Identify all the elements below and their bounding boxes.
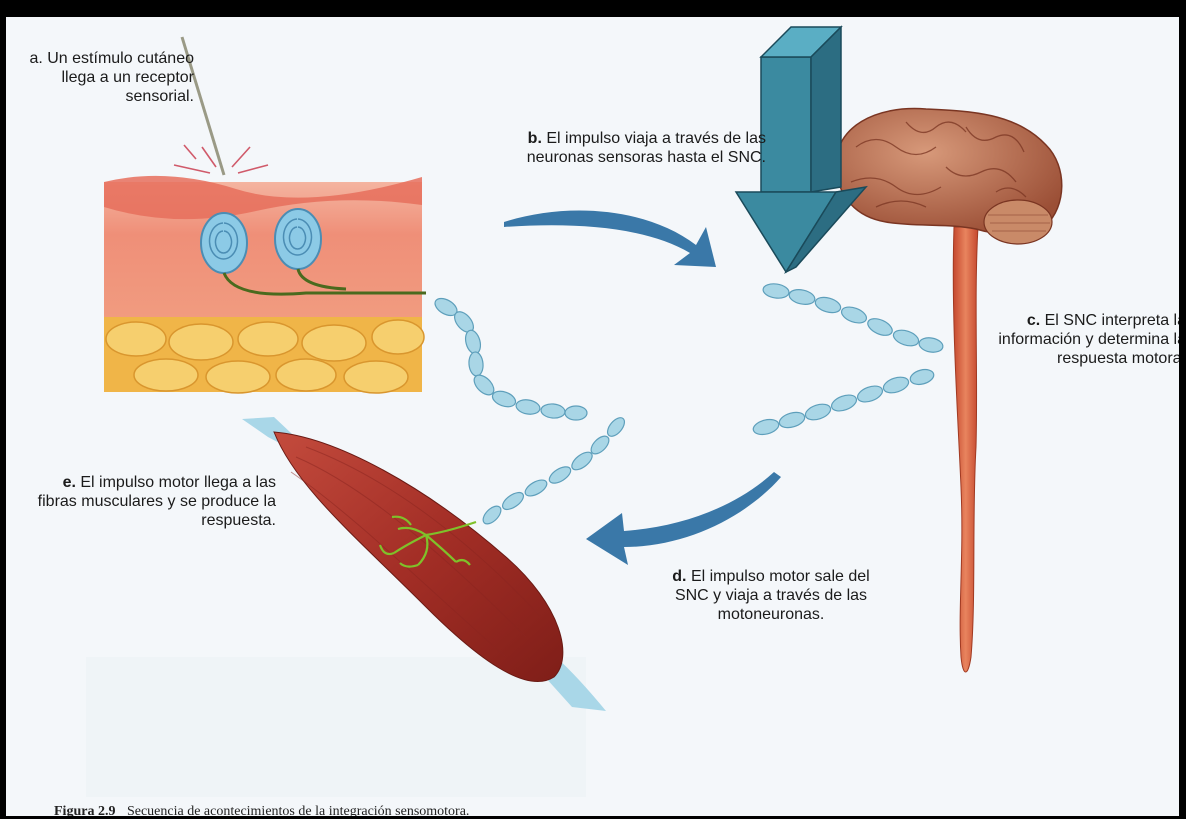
label-c-letter: c. [1027,312,1040,329]
label-a-letter: a. [29,50,42,67]
label-d: d. El impulso motor sale del SNC y viaja… [666,567,876,624]
figure-caption: Figura 2.9 Secuencia de acontecimientos … [54,804,469,819]
label-d-letter: d. [672,568,686,585]
caption-figure-number: Figura 2.9 [54,804,115,819]
skin-section [104,176,424,393]
label-c: c. El SNC interpreta la información y de… [986,311,1186,368]
label-b-text: El impulso viaja a través de las neurona… [527,130,766,166]
label-a: a. Un estímulo cutáneo llega a un recept… [26,49,194,106]
label-b-letter: b. [528,130,542,147]
label-d-text: El impulso motor sale del SNC y viaja a … [675,568,870,623]
label-b: b. El impulso viaja a través de las neur… [498,129,766,167]
label-e: e. El impulso motor llega a las fibras m… [32,473,276,530]
label-e-letter: e. [63,474,76,491]
label-a-text: Un estímulo cutáneo llega a un receptor … [47,50,194,105]
caption-text: Secuencia de acontecimientos de la integ… [127,804,469,819]
